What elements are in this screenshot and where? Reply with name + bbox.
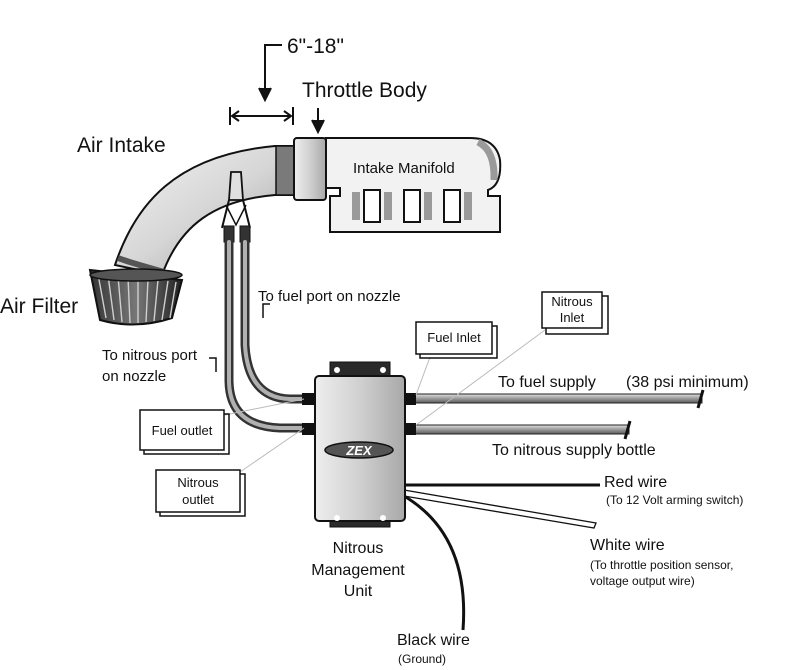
nitrous-port-label-2: on nozzle	[102, 368, 166, 385]
white-wire-label: White wire	[590, 537, 665, 554]
white-wire-note-2: voltage output wire)	[590, 574, 695, 588]
throttle-body-arrow	[311, 108, 325, 135]
black-wire-note: (Ground)	[398, 652, 446, 666]
intake-manifold-label: Intake Manifold	[353, 160, 455, 177]
throttle-body-label: Throttle Body	[302, 79, 427, 102]
white-wire-note-1: (To throttle position sensor,	[590, 558, 733, 572]
nitrous-port-label-1: To nitrous port	[102, 347, 198, 364]
gap-dimension-arrow	[229, 44, 294, 125]
fuel-outlet-callout: Fuel outlet	[139, 409, 230, 455]
red-wire-label: Red wire	[604, 474, 667, 491]
unit-label-2: Management	[311, 562, 405, 579]
nitrous-outlet-label-2: outlet	[182, 492, 214, 507]
fuel-outlet-label: Fuel outlet	[152, 423, 213, 438]
fuel-inlet-label: Fuel Inlet	[427, 330, 481, 345]
zex-logo-text: ZEX	[345, 443, 373, 458]
leader-lines	[224, 329, 546, 473]
zex-logo	[324, 441, 394, 459]
air-filter	[88, 268, 184, 326]
unit-label-1: Nitrous	[333, 540, 384, 557]
fuel-port-label: To fuel port on nozzle	[258, 288, 401, 305]
unit-label-3: Unit	[344, 583, 373, 600]
intake-manifold	[325, 137, 502, 233]
nitrous-outlet-callout: Nitrous outlet	[155, 469, 246, 517]
air-intake-tube	[113, 145, 296, 277]
nitrous-management-unit: ZEX	[302, 361, 416, 528]
nitrous-inlet-label-2: Inlet	[560, 310, 585, 325]
fuel-supply-line	[413, 393, 703, 404]
black-wire-label: Black wire	[397, 632, 470, 649]
nitrous-inlet-callout: Nitrous Inlet	[541, 291, 609, 335]
nitrous-supply-line	[413, 424, 630, 435]
black-wire	[403, 494, 466, 631]
fuel-supply-label: To fuel supply	[498, 374, 596, 391]
red-wire-note: (To 12 Volt arming switch)	[606, 493, 743, 507]
air-filter-label: Air Filter	[0, 295, 78, 318]
nozzle	[221, 171, 251, 243]
nitrous-port-bracket	[209, 357, 217, 372]
nitrous-outlet-label-1: Nitrous	[177, 475, 219, 490]
air-intake-label: Air Intake	[77, 134, 166, 157]
gap-dimension-label: 6"-18"	[287, 35, 344, 58]
nitrous-inlet-label-1: Nitrous	[551, 294, 593, 309]
white-wire	[403, 489, 597, 529]
psi-minimum-label: (38 psi minimum)	[626, 374, 749, 391]
fuel-port-bracket	[262, 303, 270, 318]
throttle-body	[293, 137, 327, 201]
nitrous-bottle-label: To nitrous supply bottle	[492, 442, 656, 459]
fuel-inlet-callout: Fuel Inlet	[415, 321, 498, 359]
